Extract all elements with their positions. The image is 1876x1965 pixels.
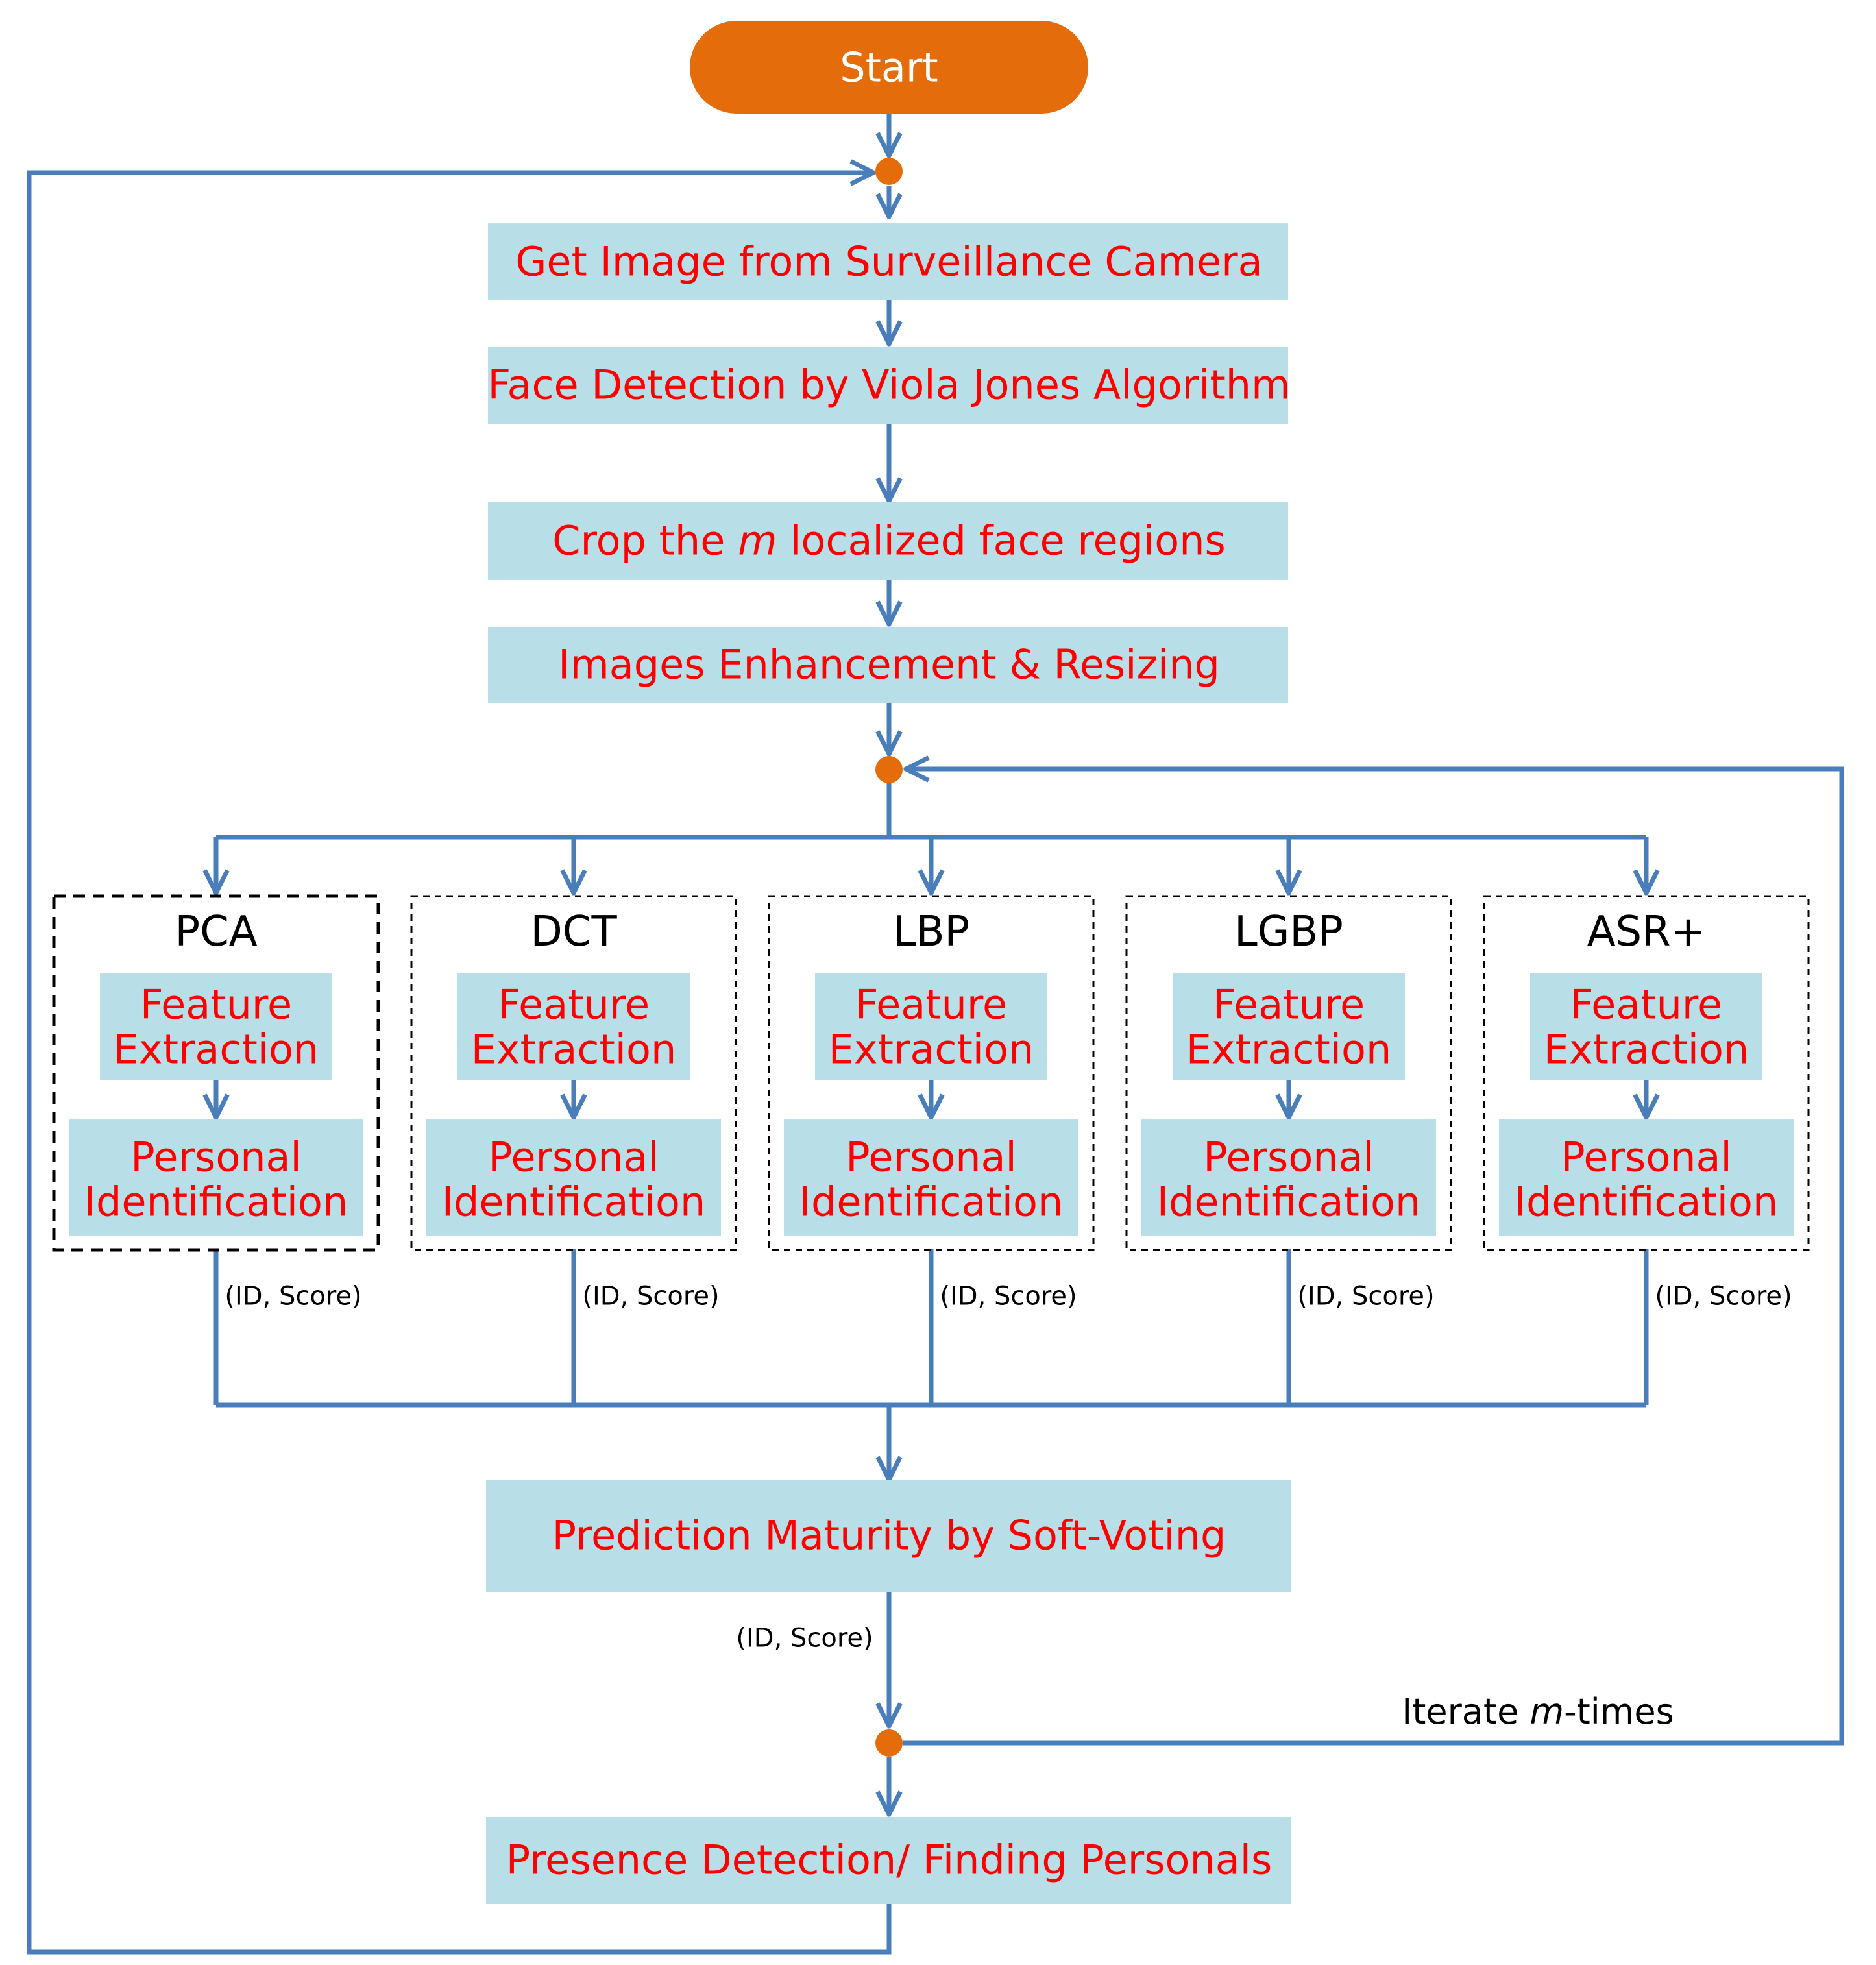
feature-line-1: Feature (1212, 981, 1365, 1029)
process-box-enhancement (488, 627, 1288, 703)
arrow-iterate-loop-back (903, 769, 1844, 1746)
feature-line-1: Feature (1570, 981, 1723, 1029)
method-title: PCA (175, 908, 258, 957)
feature-line-1: Feature (855, 981, 1008, 1029)
presence-label: Presence Detection/ Finding Personals (506, 1836, 1273, 1884)
junction-node-iterate (875, 1729, 903, 1757)
personal-identification-box (784, 1119, 1078, 1236)
feature-extraction-box (100, 973, 332, 1080)
feature-line-1: Feature (497, 981, 650, 1029)
get-image-label: Get Image from Surveillance Camera (515, 238, 1263, 286)
start-terminator (690, 21, 1088, 114)
method-title: DCT (530, 908, 617, 957)
method-output-label: (ID, Score) (1655, 1281, 1792, 1312)
crop-label: Crop the m localized face regions (552, 518, 1226, 563)
process-box-prediction (486, 1480, 1291, 1592)
process-box-get-image (488, 223, 1288, 300)
start-label: Start (840, 43, 938, 92)
identification-line-2: Identification (84, 1178, 348, 1226)
identification-line-1: Personal (130, 1133, 302, 1181)
identification-line-1: Personal (1203, 1133, 1374, 1181)
identification-line-1: Personal (488, 1133, 659, 1181)
method-title: LGBP (1234, 908, 1343, 957)
feature-extraction-box (1530, 973, 1762, 1080)
method-output-label: (ID, Score) (940, 1281, 1077, 1312)
iterate-label-after: -times (1564, 1690, 1674, 1732)
method-title: ASR+ (1587, 908, 1706, 957)
method-output-label: (ID, Score) (225, 1281, 362, 1312)
identification-line-1: Personal (1561, 1133, 1732, 1181)
process-box-presence (486, 1817, 1291, 1904)
junction-node-main-loop (875, 158, 903, 185)
feature-extraction-box (815, 973, 1047, 1080)
personal-identification-box (1499, 1119, 1794, 1236)
method-panel (52, 894, 380, 1252)
identification-line-2: Identification (1156, 1178, 1421, 1226)
arrow-main-loop-back (27, 173, 892, 1955)
feature-line-2: Extraction (470, 1026, 677, 1073)
process-box-crop (488, 502, 1288, 580)
crop-label-variable: m (738, 517, 777, 565)
iterate-label-variable: m (1529, 1690, 1565, 1732)
identification-line-1: Personal (846, 1133, 1017, 1181)
prediction-output-label: (ID, Score) (736, 1623, 873, 1654)
personal-identification-box (69, 1119, 363, 1236)
feature-extraction-box (1173, 973, 1405, 1080)
feature-line-2: Extraction (1543, 1026, 1749, 1073)
method-output-label: (ID, Score) (582, 1281, 720, 1312)
face-detection-label: Face Detection by Viola Jones Algorithm (487, 361, 1291, 409)
feature-extraction-box (457, 973, 690, 1080)
identification-line-2: Identification (441, 1178, 706, 1226)
feature-line-2: Extraction (828, 1026, 1034, 1073)
prediction-label: Prediction Maturity by Soft-Voting (552, 1511, 1226, 1559)
method-output-label: (ID, Score) (1297, 1281, 1435, 1312)
iterate-label: Iterate m-times (1402, 1692, 1674, 1731)
crop-label-after: localized face regions (777, 517, 1226, 565)
personal-identification-box (1141, 1119, 1436, 1236)
feature-line-2: Extraction (113, 1026, 319, 1073)
personal-identification-box (426, 1119, 721, 1236)
method-title: LBP (892, 908, 970, 957)
junction-node-iteration-loop (875, 756, 903, 783)
crop-label-before: Crop the (552, 517, 738, 565)
feature-line-2: Extraction (1186, 1026, 1392, 1073)
identification-line-2: Identification (799, 1178, 1064, 1226)
feature-line-1: Feature (140, 981, 293, 1029)
identification-line-2: Identification (1514, 1178, 1779, 1226)
iterate-label-before: Iterate (1402, 1690, 1530, 1732)
process-box-face-detection (488, 347, 1288, 424)
enhancement-label: Images Enhancement & Resizing (558, 641, 1220, 689)
